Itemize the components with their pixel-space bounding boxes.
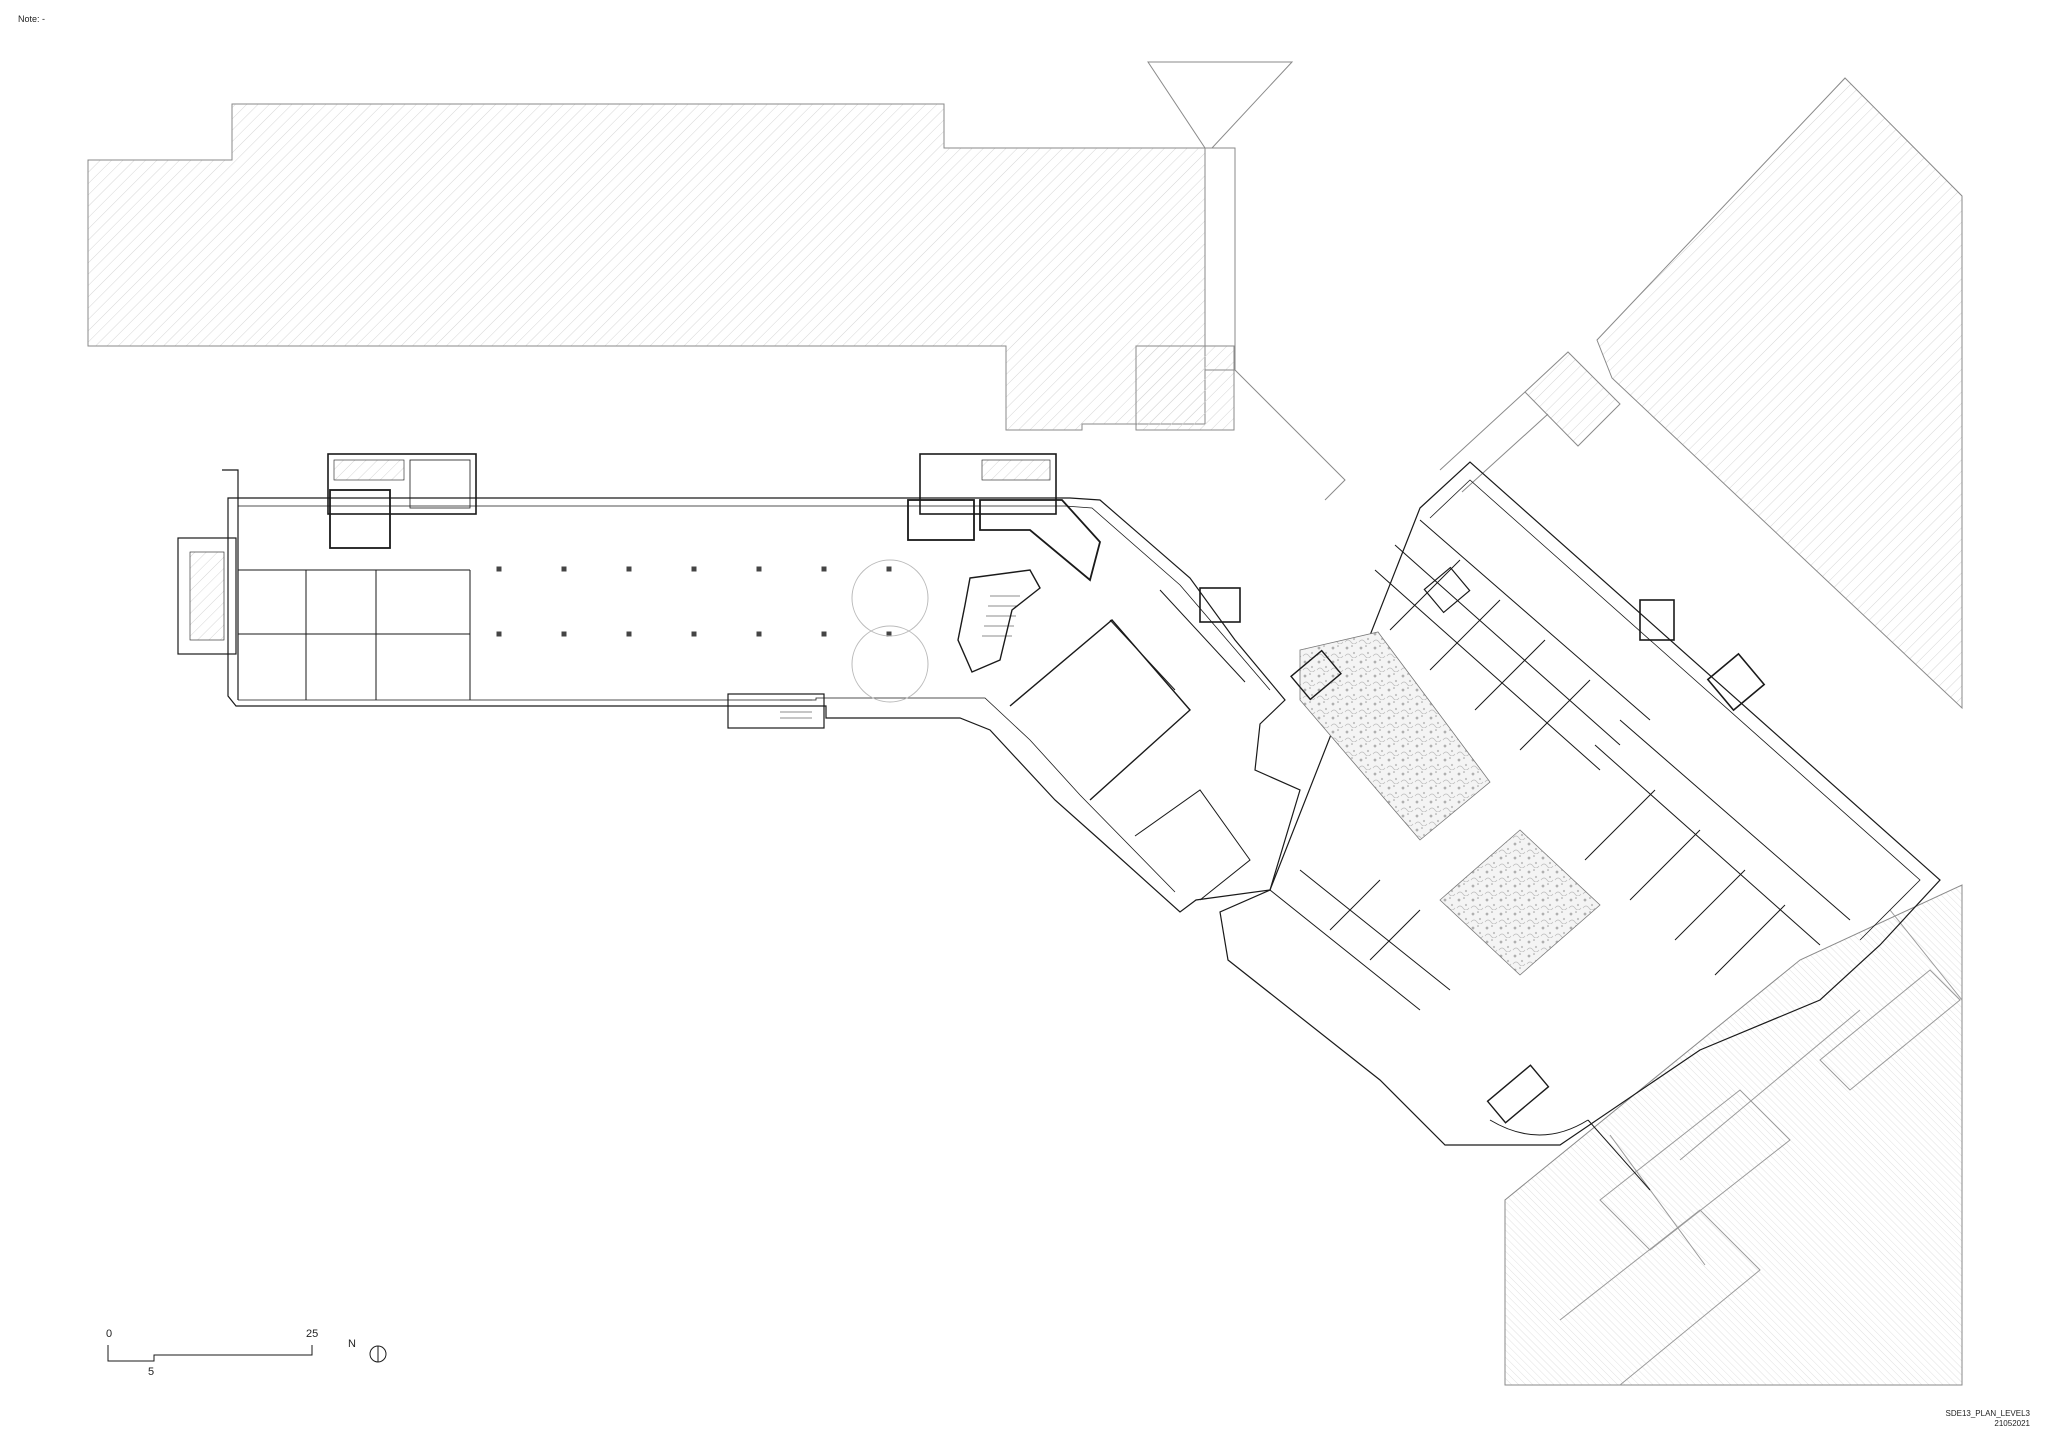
scale-bar-end-label: 25 xyxy=(306,1328,319,1340)
context-building-northeast xyxy=(1147,61,1963,710)
scale-bar-start-label: 0 xyxy=(106,1328,113,1340)
context-building-north xyxy=(87,103,1235,431)
courtyard-garden-north xyxy=(1299,631,1491,841)
scale-bar-mid-label: 5 xyxy=(148,1366,155,1378)
north-arrow-label: N xyxy=(348,1338,356,1350)
west-wing xyxy=(177,453,1301,913)
drawing-note: Note: - xyxy=(18,14,46,24)
east-block xyxy=(1199,461,1941,1191)
context-building-southeast xyxy=(1504,884,1963,1386)
title-block: SDE13_PLAN_LEVEL3 21052021 xyxy=(1946,1409,2031,1429)
courtyard-garden-south xyxy=(1439,829,1601,976)
north-arrow-symbol xyxy=(369,1345,387,1363)
scale-bar xyxy=(107,1345,313,1362)
drawing-date: 21052021 xyxy=(1994,1419,2030,1428)
drawing-code: SDE13_PLAN_LEVEL3 xyxy=(1945,1409,2031,1418)
